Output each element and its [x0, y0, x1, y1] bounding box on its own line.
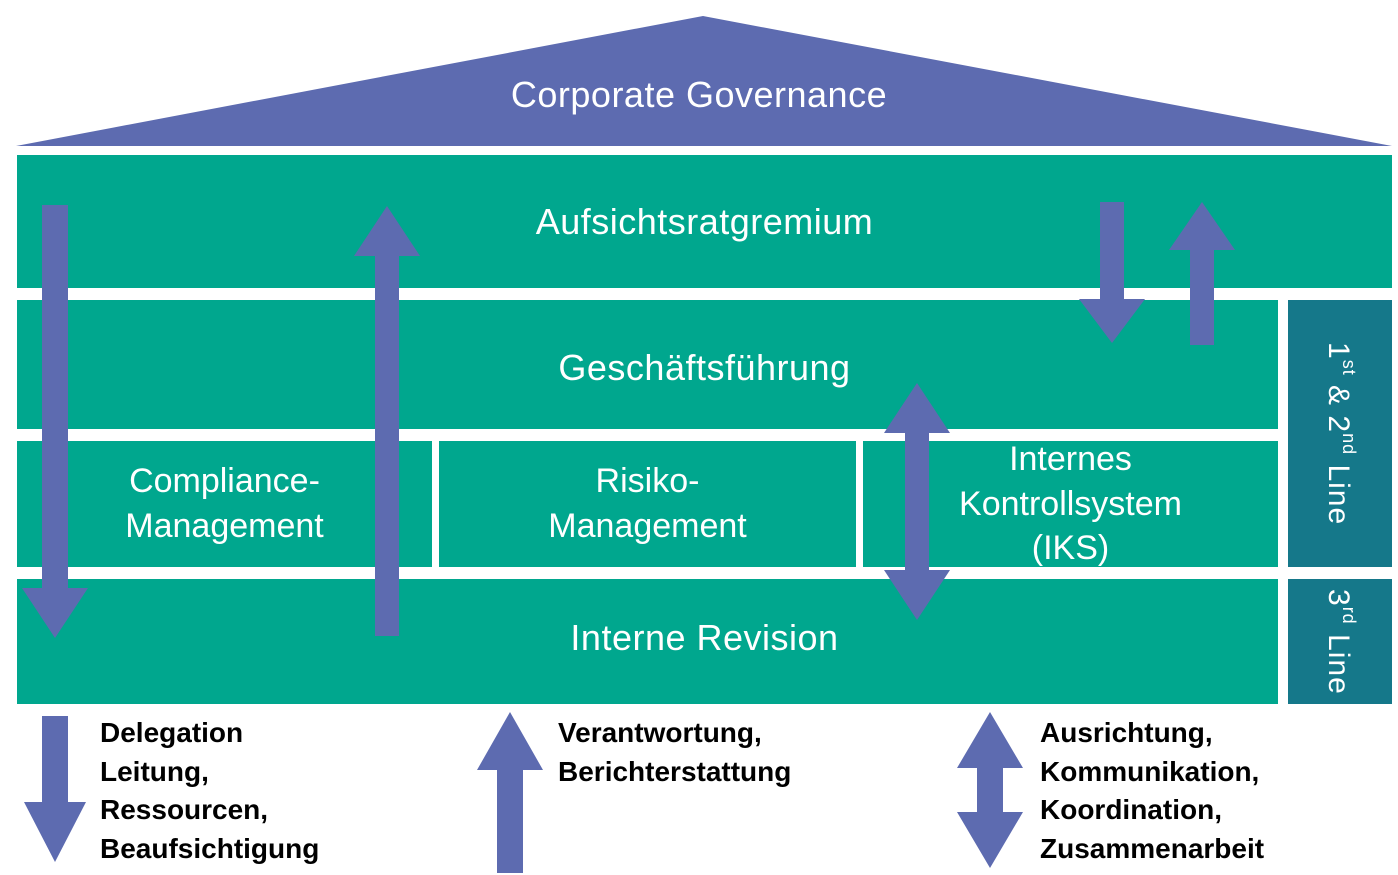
legend-delegation-line-4: Beaufsichtigung — [100, 832, 320, 864]
roof-title: Corporate Governance — [510, 74, 888, 115]
box-risiko-management: Risiko- Management — [439, 441, 856, 567]
legend-reporting-line-1: Verantwortung, — [558, 717, 762, 748]
legend-reporting-text: Verantwortung, Berichterstattung — [558, 714, 791, 791]
box-iks-line-2: Kontrollsystem — [959, 484, 1182, 523]
box-compliance-line-1: Compliance- — [129, 462, 320, 501]
legend-coordination-text: Ausrichtung, Kommunikation, Koordination… — [1040, 714, 1264, 868]
legend-delegation-line-3: Ressourcen, — [100, 794, 269, 825]
box-compliance-line-2: Management — [125, 507, 324, 545]
sidebar-third-line-label: 3rd Line — [1322, 588, 1359, 695]
legend-up-arrow-icon — [477, 712, 543, 873]
sidebar-first-second-line-label: 1st & 2nd Line — [1322, 341, 1359, 526]
legend-delegation-line-1: Delegation — [100, 717, 244, 748]
box-risiko-line-1: Risiko- — [595, 462, 700, 501]
band-geschaeftsfuehrung — [17, 300, 1278, 429]
sidebar-first-second-line: 1st & 2nd Line — [1288, 300, 1392, 567]
box-iks-line-3: (IKS) — [1031, 529, 1110, 568]
legend-delegation-text: Delegation Leitung, Ressourcen, Beaufsic… — [100, 714, 319, 868]
band-aufsichtsratgremium-label: Aufsichtsratgremium — [535, 200, 874, 242]
legend-coordination-line-1: Ausrichtung, — [1040, 717, 1213, 748]
legend-reporting-line-2: Berichterstattung — [558, 755, 792, 787]
box-iks-line-1: Internes — [1009, 439, 1132, 478]
legend-delegation-line-2: Leitung, — [100, 755, 209, 787]
box-risiko-line-2: Management — [548, 507, 747, 545]
band-interne-revision — [17, 579, 1278, 704]
box-compliance-management: Compliance- Management — [17, 441, 432, 567]
band-aufsichtsratgremium: Aufsichtsratgremium — [17, 155, 1392, 288]
legend-coordination-line-4: Zusammenarbeit — [1040, 832, 1265, 864]
box-internes-kontrollsystem: Internes Kontrollsystem (IKS) — [863, 440, 1278, 567]
legend-double-arrow-icon — [957, 712, 1023, 868]
legend-coordination-line-3: Koordination, — [1040, 794, 1222, 825]
legend-down-arrow-icon — [24, 716, 86, 862]
sidebar-third-line: 3rd Line — [1288, 579, 1392, 704]
legend-coordination-line-2: Kommunikation, — [1040, 755, 1260, 787]
